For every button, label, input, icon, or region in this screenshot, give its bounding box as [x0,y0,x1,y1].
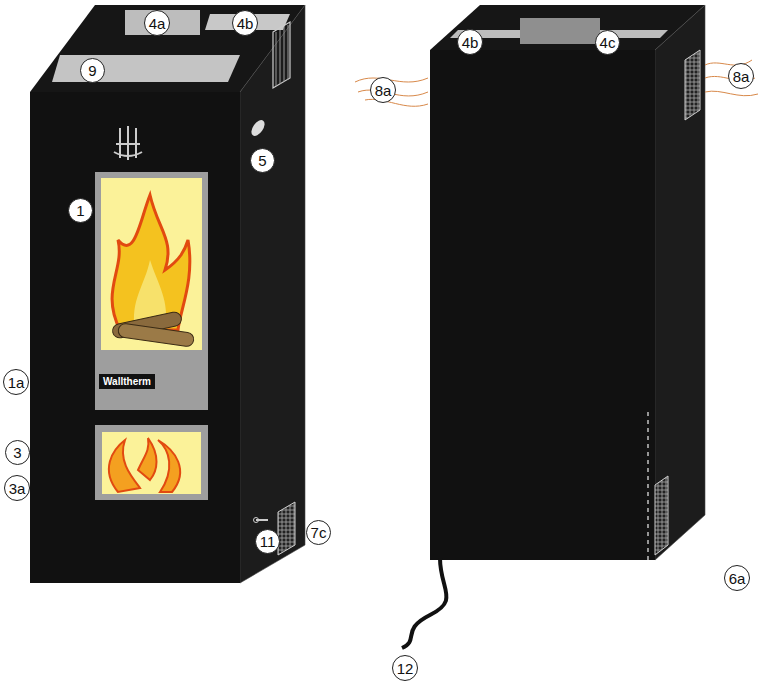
callout-number: 7c [306,520,331,545]
callout-label: 3 [13,445,21,460]
callout-label: 12 [397,661,414,676]
brand-badge: Walltherm [99,374,155,389]
callout-number: 6a [724,565,750,591]
callout-number: 4b [457,29,483,55]
callout-number: 4a [144,10,170,36]
callout-label: 1a [8,375,25,390]
callout-number: 3a [4,475,30,501]
callout-number: 11 [255,529,280,554]
callout-label: 11 [260,534,276,549]
callout-number: 8a [370,77,396,103]
callout-label: 5 [258,153,266,168]
callout-label: 4a [149,16,166,31]
callout-label: 8a [733,69,750,84]
callout-label: 4b [462,35,479,50]
callout-label: 7c [311,525,327,540]
brand-name: Walltherm [103,377,151,387]
callout-label: 8a [375,83,392,98]
callout-number: 9 [80,58,105,83]
callout-label: 3a [9,481,26,496]
callout-label: 1 [76,203,84,218]
callout-number: 8a [728,63,754,89]
callout-number: 4c [595,30,620,55]
callout-label: 9 [88,63,96,78]
callout-number: 4b [232,10,258,36]
callout-label: 4c [600,35,616,50]
callout-number: 1a [3,369,29,395]
callout-number: 12 [392,655,418,681]
callout-number: 5 [250,148,275,173]
callout-number: 3 [5,440,30,465]
callout-label: 6a [729,571,746,586]
callout-number: 1 [68,198,93,223]
callout-label: 4b [237,16,254,31]
